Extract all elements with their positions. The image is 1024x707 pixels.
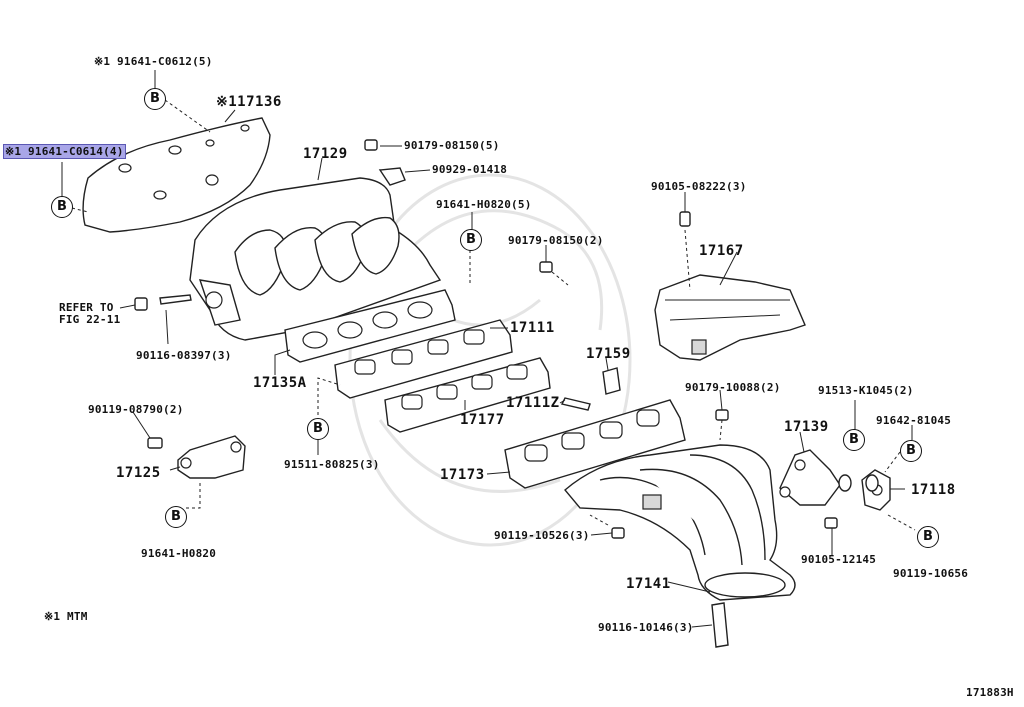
- label-17111[interactable]: 17111: [510, 320, 555, 336]
- refer-note-line2[interactable]: FIG 22-11: [59, 313, 121, 326]
- label-117136[interactable]: ※117136: [216, 94, 282, 110]
- heat-insulator-117136[interactable]: [82, 117, 271, 233]
- label-90119-08790[interactable]: 90119-08790(2): [88, 403, 184, 416]
- label-17135a[interactable]: 17135A: [253, 375, 307, 391]
- label-91641-h0820[interactable]: 91641-H0820: [141, 547, 217, 560]
- bubble-b-5[interactable]: B: [843, 429, 865, 451]
- label-17111z[interactable]: 17111Z: [506, 395, 560, 411]
- footnote-mtm: ※1 MTM: [44, 610, 88, 623]
- diagram-id: 171883H: [966, 686, 1014, 699]
- label-91511-80825[interactable]: 91511-80825(3): [284, 458, 380, 471]
- label-17139[interactable]: 17139: [784, 419, 829, 435]
- fasteners: [134, 139, 879, 648]
- refer-note-line1: REFER TO: [59, 301, 114, 314]
- label-91513-k1045[interactable]: 91513-K1045(2): [818, 384, 914, 397]
- bubble-b-6[interactable]: B: [900, 440, 922, 462]
- label-90105-08222[interactable]: 90105-08222(3): [651, 180, 747, 193]
- leader-lines: [61, 70, 916, 628]
- label-91641-c0614[interactable]: ※1 91641-C0614(4): [3, 144, 126, 159]
- label-17177[interactable]: 17177: [460, 412, 505, 428]
- label-91641-h0820-5[interactable]: 91641-H0820(5): [436, 198, 532, 211]
- label-17167[interactable]: 17167: [699, 243, 744, 259]
- bubble-b-3[interactable]: B: [460, 229, 482, 251]
- label-90179-08150-2[interactable]: 90179-08150(2): [508, 234, 604, 247]
- label-17118[interactable]: 17118: [911, 482, 956, 498]
- label-90116-10146[interactable]: 90116-10146(3): [598, 621, 694, 634]
- watermark-emblem: [348, 173, 632, 547]
- label-91641-c0612[interactable]: ※1 91641-C0612(5): [94, 55, 213, 68]
- label-17141[interactable]: 17141: [626, 576, 671, 592]
- bubble-b-7[interactable]: B: [165, 506, 187, 528]
- bubble-b-2[interactable]: B: [51, 196, 73, 218]
- label-17159[interactable]: 17159: [586, 346, 631, 362]
- label-90179-08150-5[interactable]: 90179-08150(5): [404, 139, 500, 152]
- label-90119-10656[interactable]: 90119-10656: [893, 567, 969, 580]
- manifold-stay-17125[interactable]: [177, 435, 246, 479]
- label-90116-08397[interactable]: 90116-08397(3): [136, 349, 232, 362]
- label-17129[interactable]: 17129: [303, 146, 348, 162]
- bubble-b-8[interactable]: B: [917, 526, 939, 548]
- stay-17139[interactable]: [779, 449, 841, 506]
- label-90929-01418[interactable]: 90929-01418: [432, 163, 508, 176]
- label-17125[interactable]: 17125: [116, 465, 161, 481]
- label-17173[interactable]: 17173: [440, 467, 485, 483]
- bubble-b-4[interactable]: B: [307, 418, 329, 440]
- label-90105-12145[interactable]: 90105-12145: [801, 553, 877, 566]
- label-90179-10088[interactable]: 90179-10088(2): [685, 381, 781, 394]
- label-90119-10526[interactable]: 90119-10526(3): [494, 529, 590, 542]
- bubble-b-1[interactable]: B: [144, 88, 166, 110]
- label-91642-81045[interactable]: 91642-81045: [876, 414, 952, 427]
